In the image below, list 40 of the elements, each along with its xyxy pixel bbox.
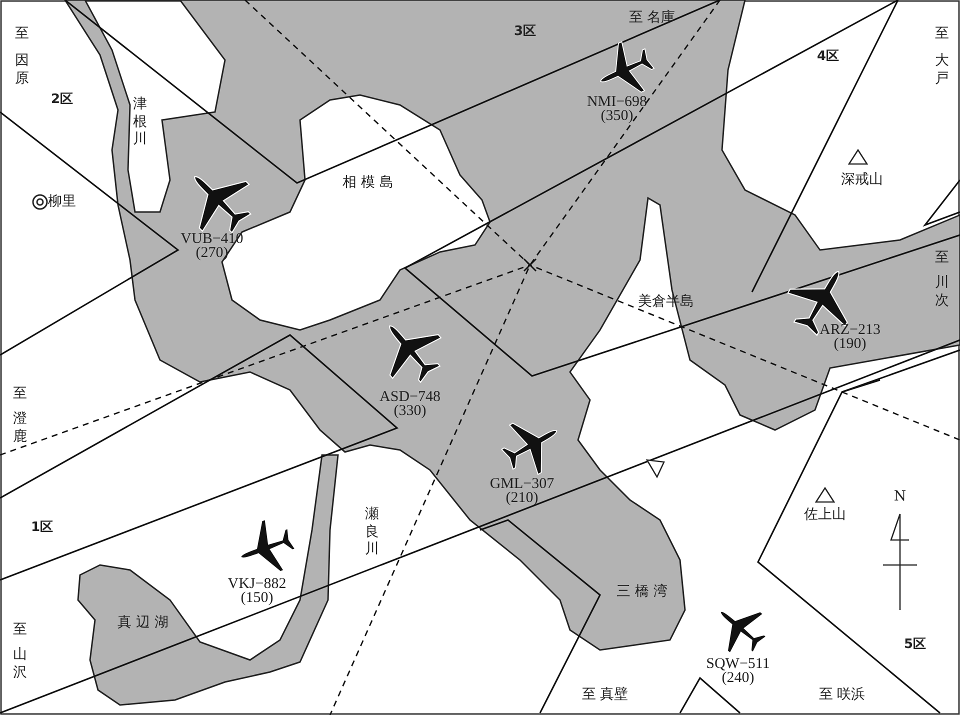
destination-label: 大戸 <box>934 52 950 88</box>
flight-code-label: VKJ−882 <box>228 577 286 592</box>
zone-label: 3区 <box>514 25 536 39</box>
destination-label: 至 <box>14 25 30 43</box>
north-label: N <box>894 490 906 504</box>
river-label: 瀬良川 <box>364 506 380 558</box>
destination-label: 至 <box>934 25 950 43</box>
altitude-label: (190) <box>834 337 866 353</box>
flight-code-label: SQW−511 <box>706 657 770 672</box>
flight-code-label: NMI−698 <box>586 95 648 110</box>
destination-label: 至 <box>12 621 28 639</box>
mountain-label: 深戒山 <box>841 172 883 188</box>
destination-label: 川次 <box>934 274 950 310</box>
lake-label: 真 辺 湖 <box>118 616 168 630</box>
flight-code-label: ARZ−213 <box>820 323 880 338</box>
altitude-label: (150) <box>240 591 274 607</box>
destination-label: 至 真壁 <box>582 688 628 702</box>
river-label: 津根川 <box>132 96 148 148</box>
destination-label: 至 名庫 <box>628 10 676 26</box>
island-label: 相 模 島 <box>342 176 394 190</box>
altitude-label: (240) <box>722 671 754 687</box>
altitude-label: (350) <box>600 109 634 125</box>
town-label: 柳里 <box>48 194 76 210</box>
flight-code-label: GML−307 <box>490 477 554 492</box>
destination-label: 因原 <box>14 52 30 88</box>
zone-label: 1区 <box>30 521 54 535</box>
destination-label: 至 <box>934 249 950 267</box>
destination-label: 澄鹿 <box>12 410 28 446</box>
mountain-label: 佐上山 <box>804 508 846 522</box>
destination-label: 至 咲浜 <box>818 688 866 702</box>
destination-label: 山沢 <box>12 646 28 682</box>
altitude-label: (330) <box>394 404 426 420</box>
altitude-label: (210) <box>506 491 538 507</box>
zone-label: 4区 <box>816 50 840 64</box>
zone-label: 2区 <box>50 93 74 107</box>
zone-label: 5区 <box>904 638 926 652</box>
bay-label: 三 橋 湾 <box>616 584 668 600</box>
flight-code-label: ASD−748 <box>380 390 440 406</box>
altitude-label: (270) <box>196 246 228 262</box>
destination-label: 至 <box>12 385 28 403</box>
